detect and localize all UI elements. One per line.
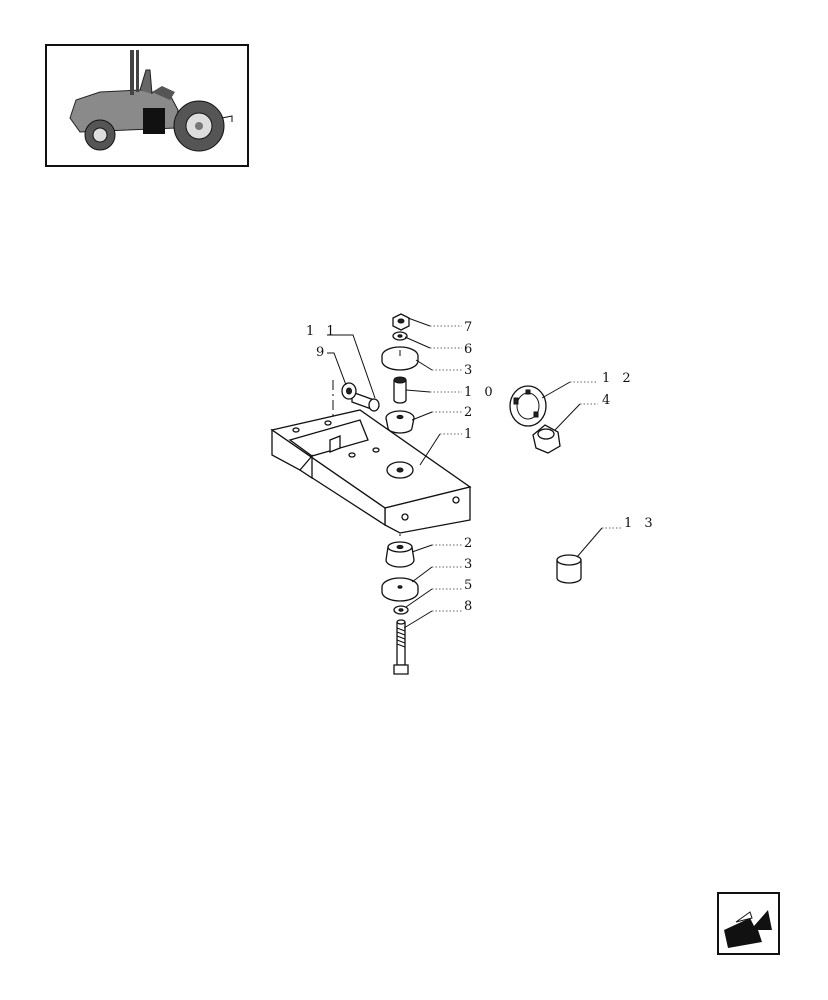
part-5-washer bbox=[393, 605, 409, 615]
tractor-location-thumbnail bbox=[45, 44, 249, 167]
label-1: 1 bbox=[464, 427, 476, 442]
label-9: 9 bbox=[316, 345, 328, 360]
label-2-bottom: 2 bbox=[464, 536, 476, 551]
part-1-bracket bbox=[270, 409, 472, 534]
part-3-disc-bottom bbox=[381, 577, 419, 602]
part-labels: 1 1 9 7 6 3 1 0 2 1 1 2 4 1 3 2 3 5 8 bbox=[306, 320, 657, 614]
label-5: 5 bbox=[464, 578, 476, 593]
label-13: 1 3 bbox=[624, 516, 657, 531]
label-11: 1 1 bbox=[306, 324, 339, 339]
part-3-disc-top bbox=[381, 346, 419, 371]
part-11-bolt bbox=[351, 391, 380, 412]
part-2-mount-bottom bbox=[385, 541, 415, 568]
part-8-bolt bbox=[393, 619, 409, 675]
part-13-sleeve bbox=[556, 554, 582, 584]
back-arrow-icon[interactable] bbox=[717, 892, 780, 955]
label-3-top: 3 bbox=[464, 363, 476, 378]
part-2-mount-top bbox=[385, 410, 415, 434]
part-7-nut bbox=[392, 313, 410, 331]
part-12-ring bbox=[509, 385, 547, 427]
label-7: 7 bbox=[464, 320, 476, 335]
label-4: 4 bbox=[602, 393, 614, 408]
label-6: 6 bbox=[464, 342, 476, 357]
part-4-socket bbox=[532, 424, 561, 454]
part-9-washer bbox=[341, 382, 357, 400]
label-8: 8 bbox=[464, 599, 476, 614]
part-10-sleeve bbox=[393, 376, 407, 404]
leader-lines bbox=[327, 317, 622, 629]
label-12: 1 2 bbox=[602, 371, 635, 386]
label-3-bottom: 3 bbox=[464, 557, 476, 572]
part-6-washer bbox=[392, 331, 408, 341]
label-2-top: 2 bbox=[464, 405, 476, 420]
label-10: 1 0 bbox=[464, 385, 497, 400]
